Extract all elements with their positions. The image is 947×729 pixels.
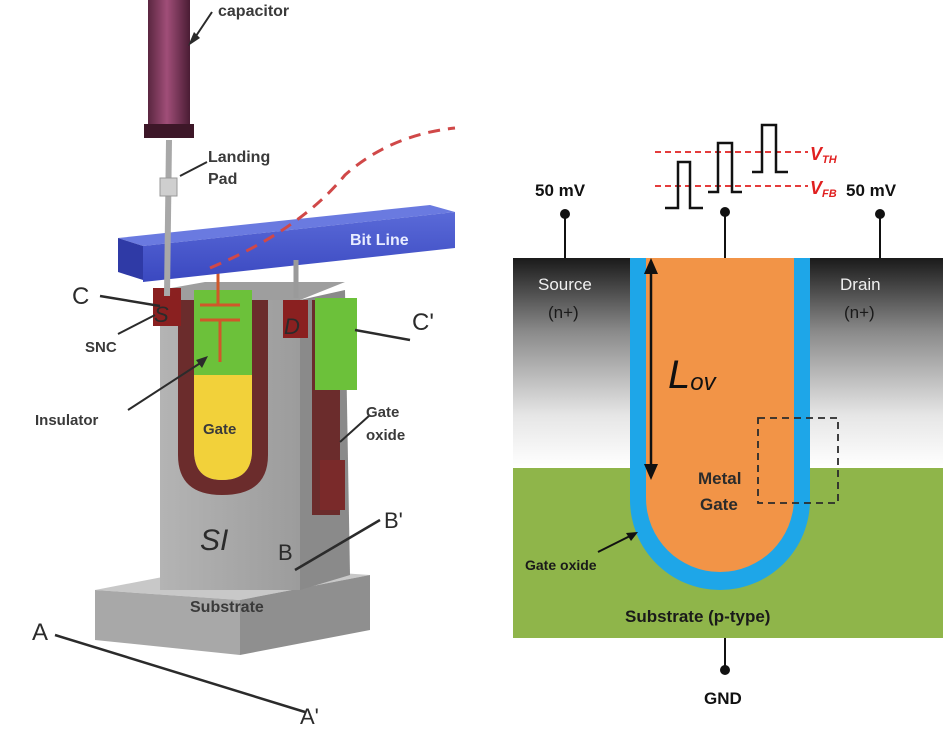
b-label: B	[278, 540, 293, 565]
metal-gate-label-1: Metal	[698, 469, 741, 488]
c-prime-label: C'	[412, 309, 434, 336]
drain-cap	[283, 300, 308, 338]
source-label: Source	[538, 275, 592, 294]
substrate-slab-front	[95, 590, 240, 655]
gnd-terminal	[720, 665, 730, 675]
substrate-label-right: Substrate (p-type)	[625, 607, 770, 626]
drain-type-label: (n+)	[844, 303, 875, 322]
snc-label: SNC	[85, 339, 117, 356]
transistor-cross-section-diagram: 50 mV 50 mV VTH VFB Source (n+) Drain (n…	[513, 123, 943, 708]
metal-gate-label-2: Gate	[700, 495, 738, 514]
gate-pulse-3	[752, 123, 788, 174]
side-green-block	[315, 298, 357, 390]
drain-label: Drain	[840, 275, 881, 294]
gate-trench-oxide	[178, 300, 268, 495]
side-oxide-lower	[320, 460, 345, 510]
capacitor-arrowhead	[188, 32, 200, 46]
gate-fill	[194, 375, 252, 480]
source-mark: S	[154, 302, 169, 327]
gate-oxide-arrowhead-right	[626, 532, 638, 541]
capacitor-cylinder	[148, 0, 190, 130]
gate-oxide-leader-right	[597, 533, 635, 553]
gate-label: Gate	[203, 421, 236, 438]
gate-oxide-label-1: Gate	[366, 404, 399, 421]
si-mark: SI	[200, 524, 228, 557]
drain-mark: D	[284, 314, 300, 339]
c-prime-cut-line	[354, 328, 411, 342]
landing-pad-label-1: Landing	[208, 149, 270, 166]
bit-line-front	[118, 238, 143, 280]
gate-terminal	[720, 207, 730, 217]
lov-arrowhead-bottom	[644, 464, 658, 480]
vfb-label: VFB	[810, 178, 837, 200]
substrate-label-left: Substrate	[190, 599, 264, 616]
b-cut-line	[294, 518, 381, 572]
gate-pulse-1	[665, 160, 703, 210]
landing-pad	[159, 177, 178, 197]
source-type-label: (n+)	[548, 303, 579, 322]
lov-label: Lov	[668, 353, 718, 397]
c-cut-line	[99, 294, 161, 308]
a-label: A	[32, 619, 48, 646]
a-cut-line	[54, 633, 306, 714]
bit-line-label: Bit Line	[350, 232, 409, 249]
insulator-label: Insulator	[35, 412, 99, 429]
landing-pad-label-2: Pad	[208, 171, 237, 188]
gate-oxide-label-right: Gate oxide	[525, 557, 597, 573]
source-voltage-label: 50 mV	[535, 181, 586, 200]
snc-leader	[117, 314, 156, 335]
c-label: C	[72, 283, 89, 310]
landing-pad-stalk	[164, 139, 172, 297]
insulator-leader	[127, 359, 206, 411]
metal-gate-fill	[646, 258, 794, 572]
dashed-field-curve	[209, 126, 456, 270]
vth-label: VTH	[810, 144, 838, 166]
a-prime-label: A'	[300, 704, 319, 729]
landing-pad-leader	[179, 161, 208, 177]
gnd-label: GND	[704, 689, 742, 708]
gate-pulse-2	[708, 141, 742, 194]
dram-3d-cell-diagram: S D SI capacitor Landing Pad Bit Line C …	[32, 0, 456, 729]
insulator-arrowhead	[196, 356, 208, 368]
capacitor-label: capacitor	[218, 3, 289, 20]
drain-terminal	[875, 209, 885, 219]
source-terminal	[560, 209, 570, 219]
drain-voltage-label: 50 mV	[846, 181, 897, 200]
capacitor-collar	[144, 124, 194, 138]
gate-oxide-leader	[339, 414, 371, 443]
dashed-inset-box	[757, 417, 839, 504]
gate-oxide-label-2: oxide	[366, 427, 405, 444]
b-prime-label: B'	[384, 508, 403, 533]
substrate-slab-side	[240, 575, 370, 655]
lov-arrowhead-top	[644, 258, 658, 274]
